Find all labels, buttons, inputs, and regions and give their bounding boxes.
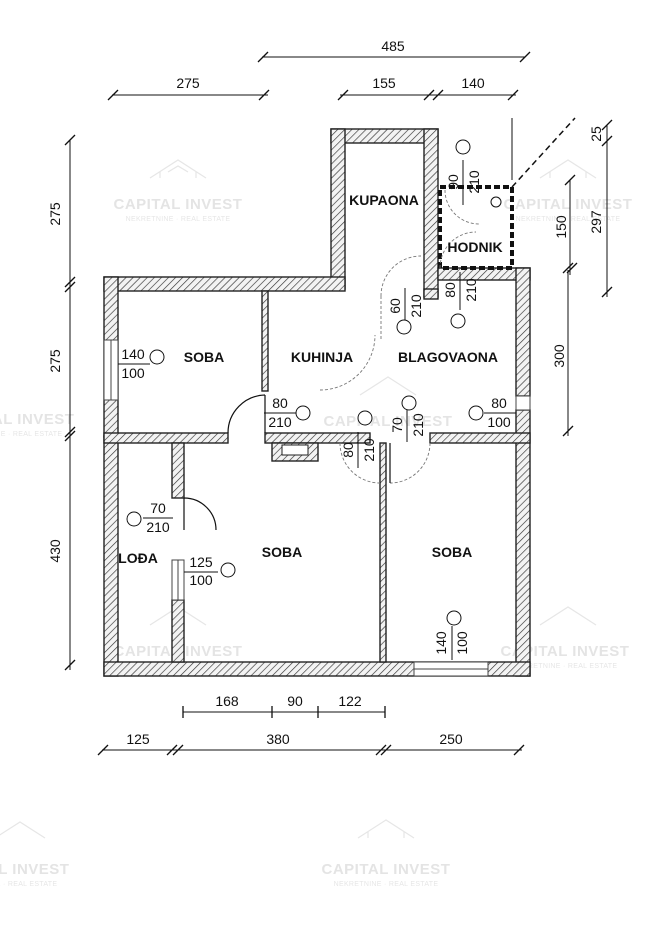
watermark-footer-center: CAPITAL INVEST NEKRETNINE · REAL ESTATE <box>322 819 451 888</box>
opening-soba-center-door: 80 210 <box>340 410 377 468</box>
watermark-center: CAPITAL INVEST <box>324 376 453 430</box>
svg-text:100: 100 <box>454 631 470 655</box>
dim-top-overall: 485 <box>257 38 531 63</box>
svg-text:90: 90 <box>287 693 303 709</box>
svg-text:210: 210 <box>361 438 377 462</box>
opening-soba-right-window: 140 100 <box>433 610 470 660</box>
dim-left: 275 275 430 <box>47 134 76 671</box>
svg-text:80: 80 <box>491 395 507 411</box>
svg-text:380: 380 <box>266 731 290 747</box>
watermark-left-mid: CAPITAL INVEST NEKRETNINE · REAL ESTATE <box>0 411 74 438</box>
svg-text:210: 210 <box>268 414 292 430</box>
svg-text:210: 210 <box>463 278 479 302</box>
svg-text:100: 100 <box>487 414 511 430</box>
opening-soba-right-door: 70 210 <box>389 395 426 442</box>
svg-text:CAPITAL INVEST: CAPITAL INVEST <box>0 411 74 428</box>
dim-top-row: 275 155 140 <box>107 75 519 101</box>
opening-soba-door: 80 210 <box>264 395 311 430</box>
svg-text:80: 80 <box>442 282 458 298</box>
svg-text:210: 210 <box>466 170 482 194</box>
svg-text:NEKRETNINE · REAL ESTATE: NEKRETNINE · REAL ESTATE <box>126 216 231 223</box>
svg-text:CAPITAL INVEST: CAPITAL INVEST <box>114 196 243 213</box>
room-blagovaona: BLAGOVAONA <box>398 349 498 365</box>
svg-text:NEKRETNINE · REAL ESTATE: NEKRETNINE · REAL ESTATE <box>0 431 62 438</box>
door-swings <box>183 189 480 531</box>
svg-text:CAPITAL INVEST: CAPITAL INVEST <box>0 861 69 878</box>
svg-text:275: 275 <box>47 349 63 373</box>
svg-text:300: 300 <box>551 344 567 368</box>
room-soba-top-left: SOBA <box>184 349 224 365</box>
hodnik-outline <box>438 185 514 270</box>
svg-text:70: 70 <box>150 500 166 516</box>
svg-text:125: 125 <box>189 554 213 570</box>
opening-loda-door: 70 210 <box>126 500 173 535</box>
room-loda: LOĐA <box>118 550 158 566</box>
svg-text:140: 140 <box>433 631 449 655</box>
svg-text:CAPITAL INVEST: CAPITAL INVEST <box>322 861 451 878</box>
svg-text:60: 60 <box>387 298 403 314</box>
watermark-top-right: CAPITAL INVEST NEKRETNINE · REAL ESTATE <box>504 159 633 223</box>
watermark-footer-left: CAPITAL INVEST NEKRETNINE · REAL ESTATE <box>0 821 69 888</box>
opening-blagovaona-window: 80 100 <box>468 395 516 430</box>
svg-text:155: 155 <box>372 75 396 91</box>
opening-kuhinja-door: 60 210 <box>387 288 424 335</box>
svg-text:CAPITAL INVEST: CAPITAL INVEST <box>324 413 453 430</box>
svg-text:210: 210 <box>410 413 426 437</box>
svg-text:485: 485 <box>381 38 405 54</box>
dim-right: 150 25 297 300 <box>551 119 613 437</box>
svg-text:CAPITAL INVEST: CAPITAL INVEST <box>501 643 630 660</box>
svg-text:NEKRETNINE · REAL ESTATE: NEKRETNINE · REAL ESTATE <box>334 881 439 888</box>
svg-text:210: 210 <box>146 519 170 535</box>
svg-text:250: 250 <box>439 731 463 747</box>
room-kupaona: KUPAONA <box>349 192 419 208</box>
svg-text:140: 140 <box>461 75 485 91</box>
svg-text:NEKRETNINE · REAL ESTATE: NEKRETNINE · REAL ESTATE <box>513 663 618 670</box>
svg-text:125: 125 <box>126 731 150 747</box>
dim-bottom-inner: 168 90 122 <box>182 693 386 718</box>
room-soba-center: SOBA <box>262 544 302 560</box>
watermark-bottom-right: CAPITAL INVEST NEKRETNINE · REAL ESTATE <box>501 606 630 670</box>
svg-text:70: 70 <box>389 417 405 433</box>
room-hodnik: HODNIK <box>447 239 502 255</box>
svg-text:122: 122 <box>338 693 362 709</box>
svg-text:100: 100 <box>121 365 145 381</box>
opening-hodnik-door: 80 210 <box>442 272 479 329</box>
svg-text:430: 430 <box>47 539 63 563</box>
svg-text:168: 168 <box>215 693 239 709</box>
room-kuhinja: KUHINJA <box>291 349 353 365</box>
stair-diagonal <box>511 117 576 188</box>
svg-text:150: 150 <box>553 215 569 239</box>
svg-text:NEKRETNINE · REAL ESTATE: NEKRETNINE · REAL ESTATE <box>516 216 621 223</box>
svg-text:275: 275 <box>176 75 200 91</box>
svg-text:297: 297 <box>588 210 604 234</box>
dim-bottom-outer: 125 380 250 <box>97 731 525 756</box>
opening-loda-window: 125 100 <box>184 554 236 588</box>
svg-text:80: 80 <box>340 442 356 458</box>
svg-text:NEKRETNINE · REAL ESTATE: NEKRETNINE · REAL ESTATE <box>0 881 57 888</box>
svg-text:210: 210 <box>408 294 424 318</box>
opening-kupaona-door: 90 210 <box>445 139 502 208</box>
room-soba-right: SOBA <box>432 544 472 560</box>
svg-text:100: 100 <box>189 572 213 588</box>
svg-text:80: 80 <box>272 395 288 411</box>
svg-text:90: 90 <box>445 174 461 190</box>
watermark-top: CAPITAL INVEST NEKRETNINE · REAL ESTATE <box>114 159 243 223</box>
opening-soba-window: 140 100 <box>118 346 165 381</box>
svg-text:275: 275 <box>47 202 63 226</box>
svg-text:140: 140 <box>121 346 145 362</box>
svg-text:25: 25 <box>588 126 604 142</box>
svg-text:CAPITAL INVEST: CAPITAL INVEST <box>504 196 633 213</box>
windows <box>103 339 531 677</box>
